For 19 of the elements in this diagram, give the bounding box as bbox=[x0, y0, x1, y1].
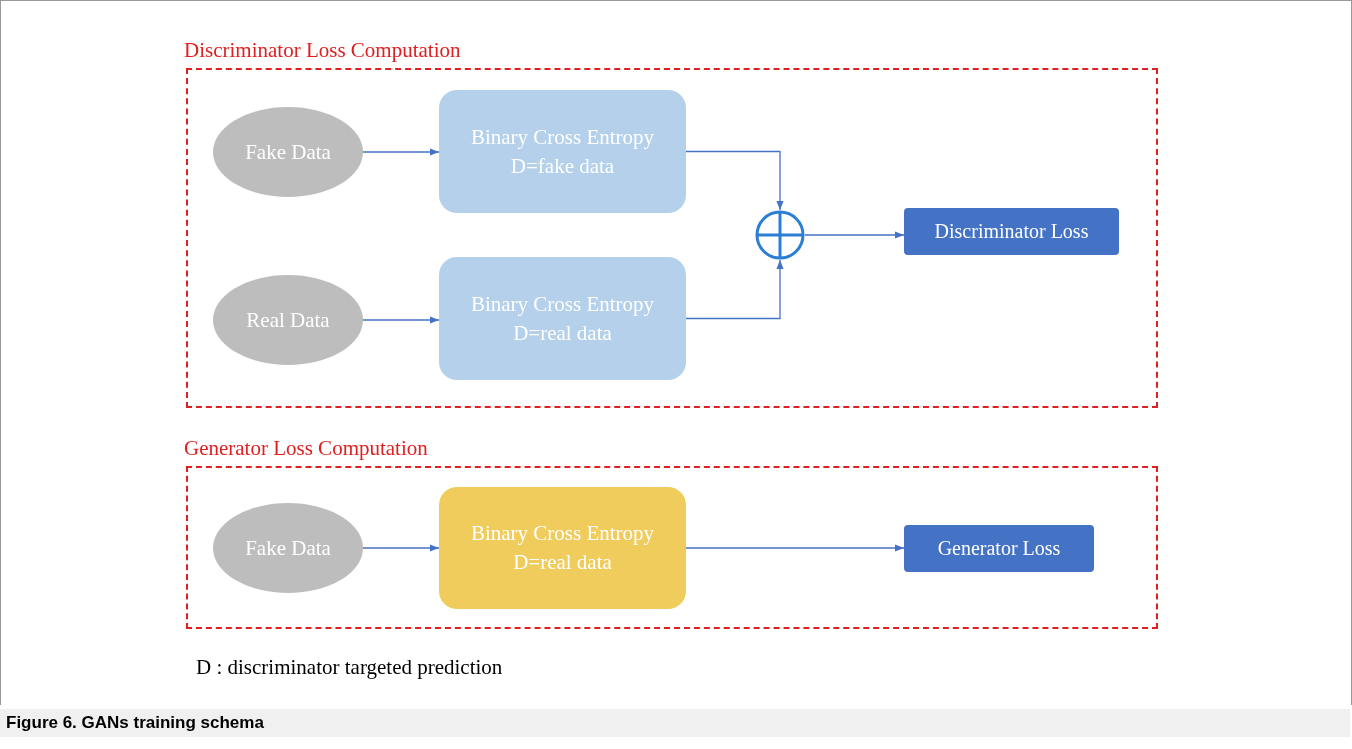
data-ellipse: Fake Data bbox=[213, 107, 363, 197]
process-box: Binary Cross Entropy D=real data bbox=[439, 257, 686, 380]
group-heading: Generator Loss Computation bbox=[184, 436, 428, 461]
figure-caption: Figure 6. GANs training schema bbox=[0, 709, 1350, 737]
arrow bbox=[685, 150, 784, 211]
arrow bbox=[685, 544, 905, 552]
process-box: Binary Cross Entropy D=fake data bbox=[439, 90, 686, 213]
arrow bbox=[362, 316, 440, 324]
process-box: Binary Cross Entropy D=real data bbox=[439, 487, 686, 609]
arrow bbox=[685, 259, 784, 320]
arrow bbox=[804, 231, 905, 239]
arrow bbox=[362, 544, 440, 552]
data-ellipse: Real Data bbox=[213, 275, 363, 365]
arrow bbox=[362, 148, 440, 156]
output-box: Discriminator Loss bbox=[904, 208, 1119, 255]
group-heading: Discriminator Loss Computation bbox=[184, 38, 461, 63]
data-ellipse: Fake Data bbox=[213, 503, 363, 593]
output-box: Generator Loss bbox=[904, 525, 1094, 572]
note-text: D : discriminator targeted prediction bbox=[196, 655, 503, 680]
